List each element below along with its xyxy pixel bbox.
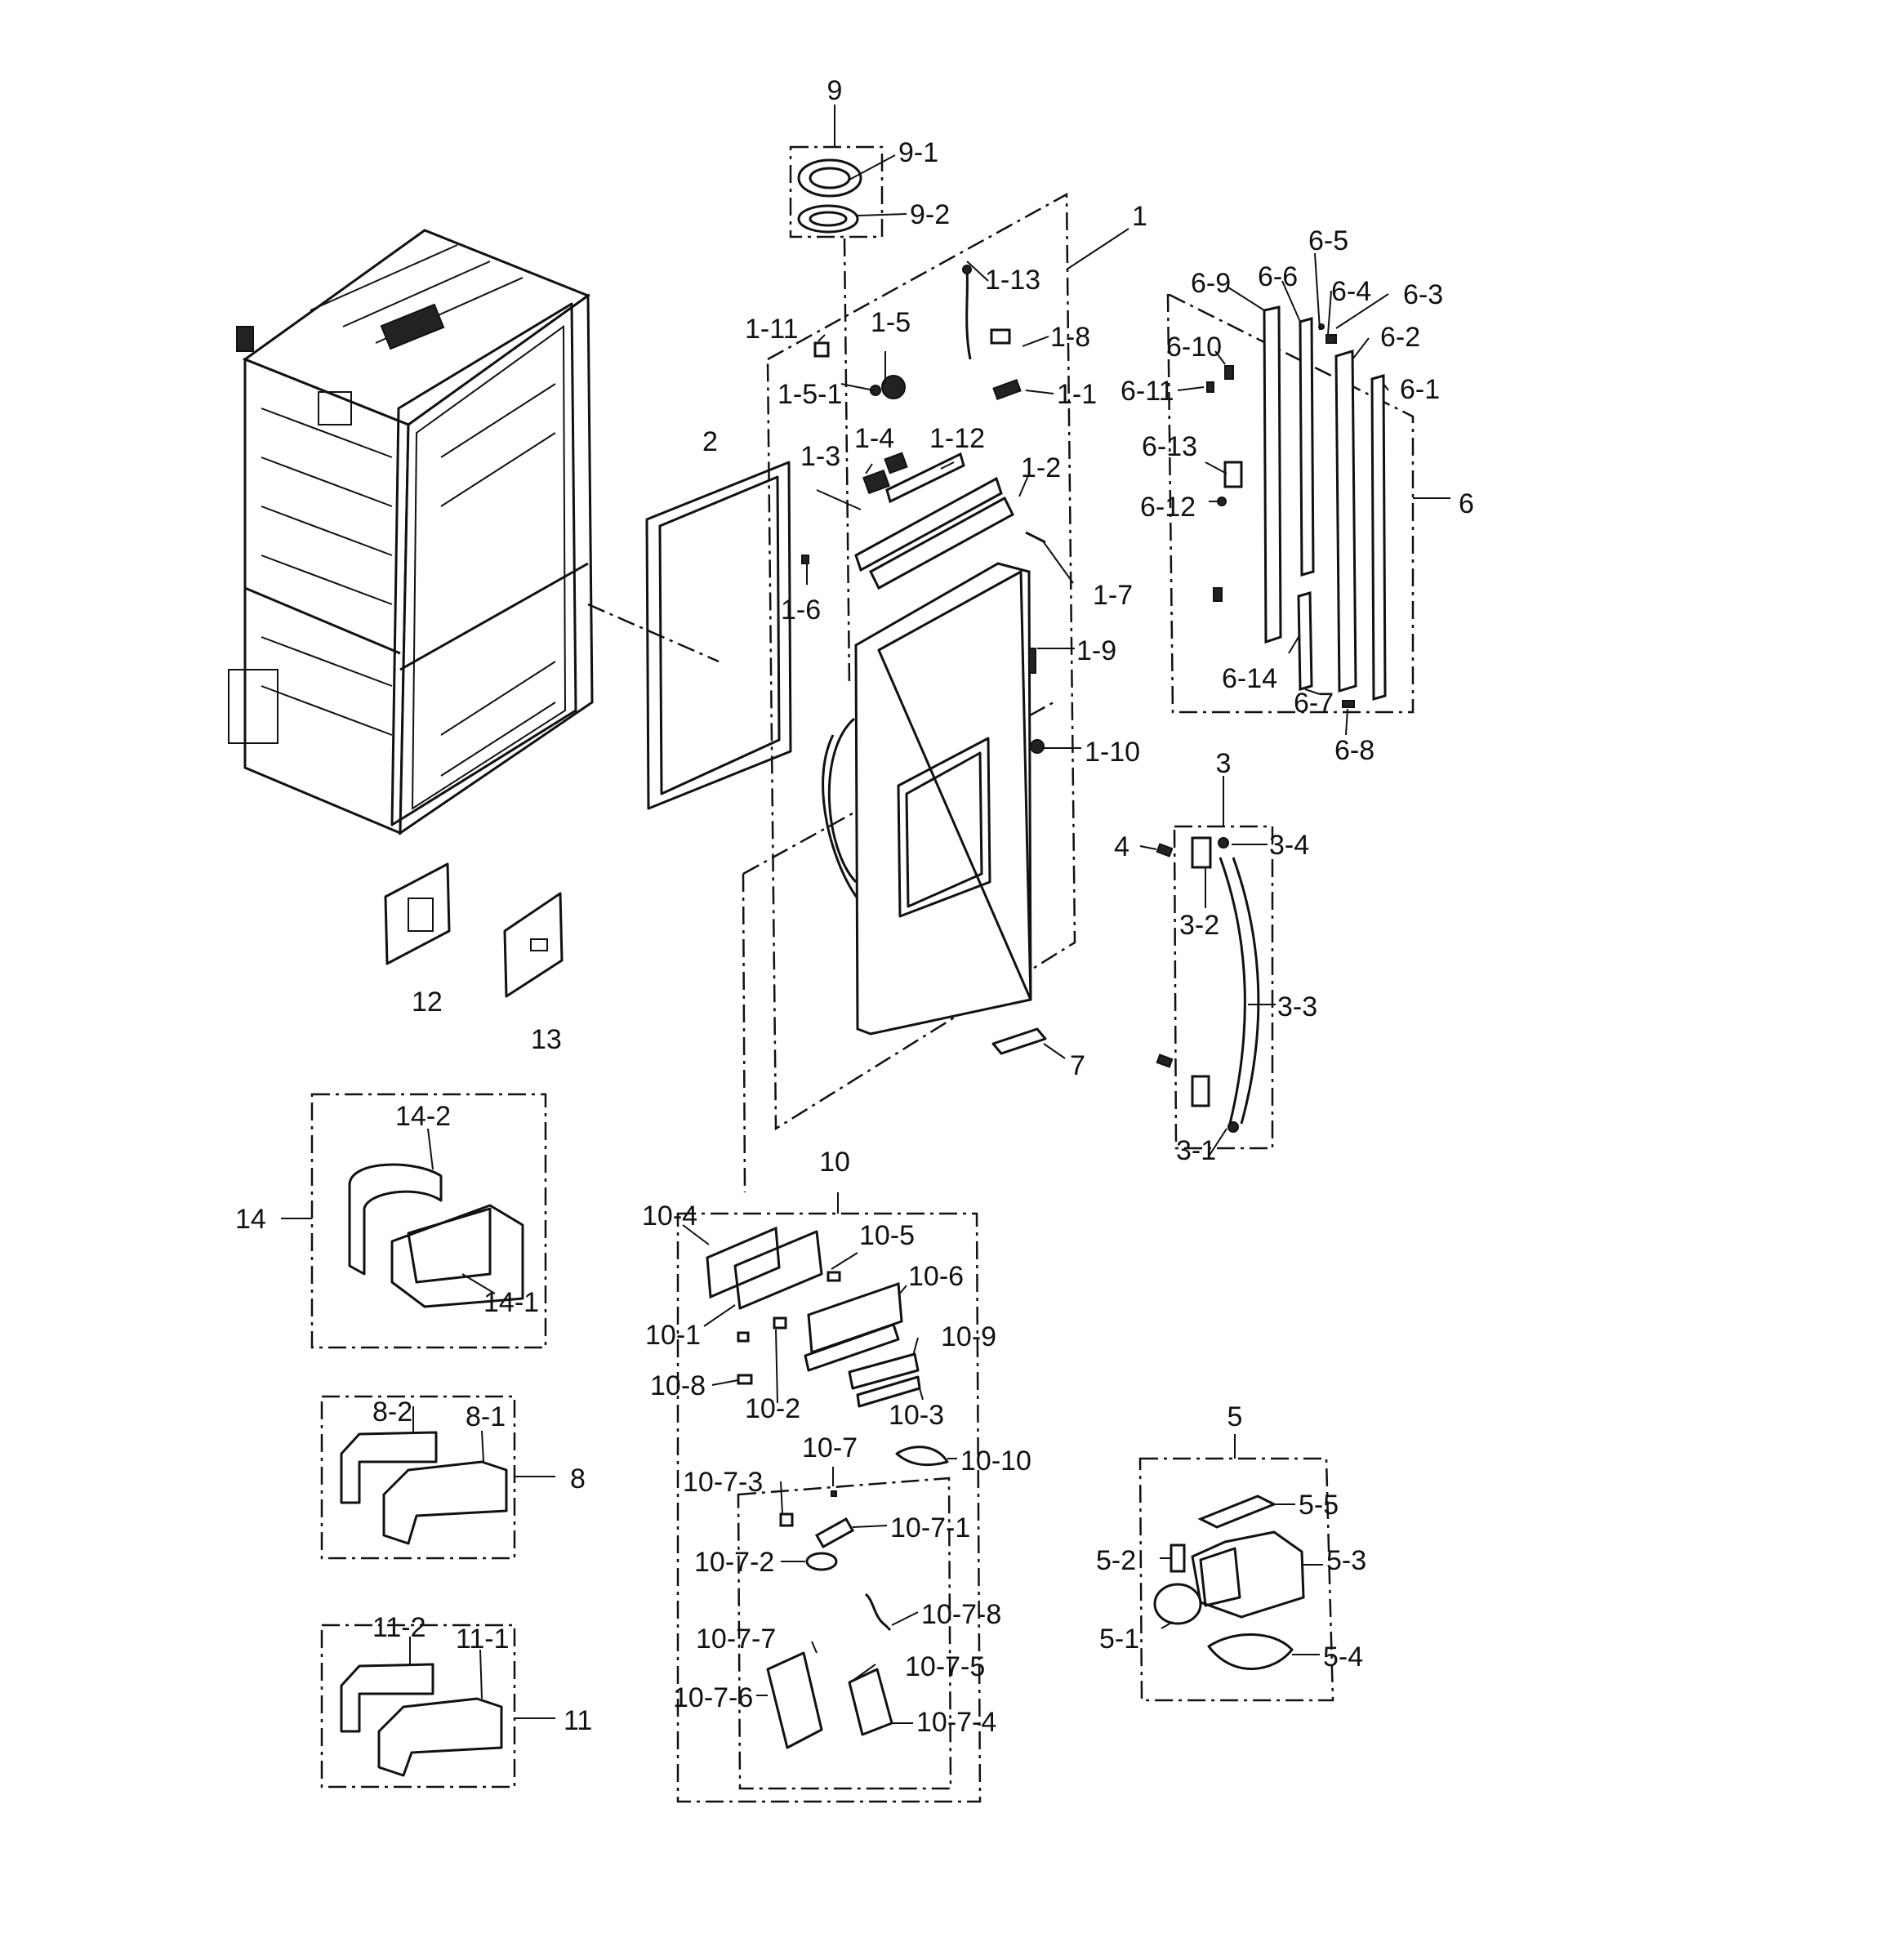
- label-1-3: 1-3: [800, 441, 840, 472]
- label-5-4: 5-4: [1323, 1642, 1363, 1673]
- group-5-ice-bucket: [1138, 1434, 1334, 1702]
- label-6-1: 6-1: [1400, 374, 1440, 405]
- label-5-2: 5-2: [1096, 1545, 1136, 1576]
- label-6-14: 6-14: [1222, 663, 1277, 694]
- label-10-1: 10-1: [645, 1320, 701, 1351]
- label-10-7-3: 10-7-3: [683, 1467, 763, 1498]
- label-6-13: 6-13: [1142, 431, 1197, 462]
- label-1-10: 1-10: [1085, 737, 1140, 768]
- label-10-7-2: 10-7-2: [694, 1547, 774, 1578]
- label-1-8: 1-8: [1050, 322, 1090, 353]
- label-10-2: 10-2: [745, 1393, 800, 1424]
- label-10-5: 10-5: [859, 1220, 915, 1251]
- label-3-1: 3-1: [1176, 1135, 1216, 1166]
- group-6-hinge-strips: [1166, 252, 1450, 736]
- label-10-9: 10-9: [941, 1321, 996, 1352]
- label-6-3: 6-3: [1403, 279, 1443, 310]
- label-10-7: 10-7: [802, 1432, 858, 1463]
- door-gasket: [587, 461, 792, 810]
- cover-panel-13: [503, 892, 564, 998]
- label-10-6: 10-6: [908, 1261, 964, 1292]
- label-1-1: 1-1: [1057, 379, 1097, 410]
- label-6-8: 6-8: [1334, 735, 1374, 766]
- label-12: 12: [412, 987, 443, 1018]
- label-6-2: 6-2: [1380, 322, 1420, 353]
- label-6-11: 6-11: [1121, 376, 1174, 407]
- label-10-10: 10-10: [960, 1446, 1031, 1477]
- label-6-6: 6-6: [1258, 261, 1298, 292]
- label-14-2: 14-2: [395, 1101, 451, 1132]
- label-10: 10: [819, 1147, 850, 1178]
- label-6-10: 6-10: [1166, 332, 1222, 363]
- label-3-3: 3-3: [1277, 991, 1317, 1022]
- label-11: 11: [564, 1705, 592, 1736]
- part-7-filter-cover: [991, 1027, 1066, 1059]
- refrigerator-cabinet: [228, 229, 594, 835]
- label-10-4: 10-4: [642, 1200, 697, 1232]
- label-6-7: 6-7: [1294, 688, 1334, 719]
- label-10-7-7: 10-7-7: [696, 1624, 776, 1655]
- label-13: 13: [531, 1024, 562, 1055]
- label-11-2: 11-2: [372, 1612, 426, 1643]
- label-10-7-6: 10-7-6: [673, 1682, 753, 1713]
- label-10-7-1: 10-7-1: [890, 1512, 970, 1544]
- group-11: [320, 1624, 555, 1788]
- label-6-9: 6-9: [1191, 268, 1231, 299]
- group-9: [789, 105, 907, 687]
- label-8-2: 8-2: [372, 1396, 412, 1428]
- label-1-5: 1-5: [871, 307, 911, 338]
- label-6-5: 6-5: [1308, 225, 1348, 256]
- label-10-7-4: 10-7-4: [916, 1707, 996, 1738]
- label-11-1: 11-1: [456, 1624, 510, 1655]
- label-10-7-8: 10-7-8: [921, 1599, 1001, 1630]
- group-3-handle: [1139, 776, 1276, 1157]
- label-1-6: 1-6: [781, 595, 821, 626]
- label-8: 8: [570, 1463, 586, 1494]
- label-14-1: 14-1: [483, 1287, 539, 1318]
- label-5-1: 5-1: [1099, 1624, 1139, 1655]
- label-10-7-5: 10-7-5: [905, 1651, 985, 1682]
- label-2: 2: [702, 426, 718, 457]
- label-10-8: 10-8: [650, 1370, 706, 1401]
- label-9: 9: [827, 75, 843, 106]
- label-6-4: 6-4: [1331, 276, 1371, 307]
- label-1-12: 1-12: [929, 423, 985, 454]
- label-9-1: 9-1: [898, 137, 938, 168]
- label-1-5-1: 1-5-1: [777, 379, 842, 410]
- label-8-1: 8-1: [466, 1401, 506, 1432]
- label-10-3: 10-3: [889, 1400, 944, 1431]
- label-1-13: 1-13: [985, 265, 1040, 296]
- label-1-2: 1-2: [1021, 452, 1061, 483]
- label-7: 7: [1070, 1050, 1085, 1081]
- label-4: 4: [1114, 831, 1129, 862]
- group-14: [281, 1093, 547, 1349]
- label-5-3: 5-3: [1326, 1545, 1366, 1576]
- label-1-7: 1-7: [1093, 580, 1133, 611]
- label-1: 1: [1132, 201, 1147, 232]
- label-5: 5: [1227, 1401, 1243, 1432]
- label-6: 6: [1459, 488, 1474, 519]
- label-3: 3: [1216, 748, 1232, 779]
- label-3-4: 3-4: [1269, 830, 1309, 861]
- label-6-12: 6-12: [1140, 492, 1196, 523]
- label-9-2: 9-2: [910, 199, 950, 230]
- label-1-9: 1-9: [1076, 635, 1116, 666]
- group-1-door: [742, 192, 1129, 1193]
- group-10-dispenser: [676, 1192, 982, 1803]
- label-1-11: 1-11: [745, 314, 799, 345]
- cover-panel-12: [384, 862, 451, 965]
- label-14: 14: [235, 1204, 266, 1235]
- label-3-2: 3-2: [1179, 910, 1219, 941]
- group-8: [320, 1395, 555, 1560]
- label-1-4: 1-4: [854, 423, 894, 454]
- part-labels: 9 9-1 9-2 1 1-13 1-11 1-5 1-8 1-5-1 1-1 …: [235, 75, 1474, 1738]
- label-5-5: 5-5: [1299, 1490, 1339, 1521]
